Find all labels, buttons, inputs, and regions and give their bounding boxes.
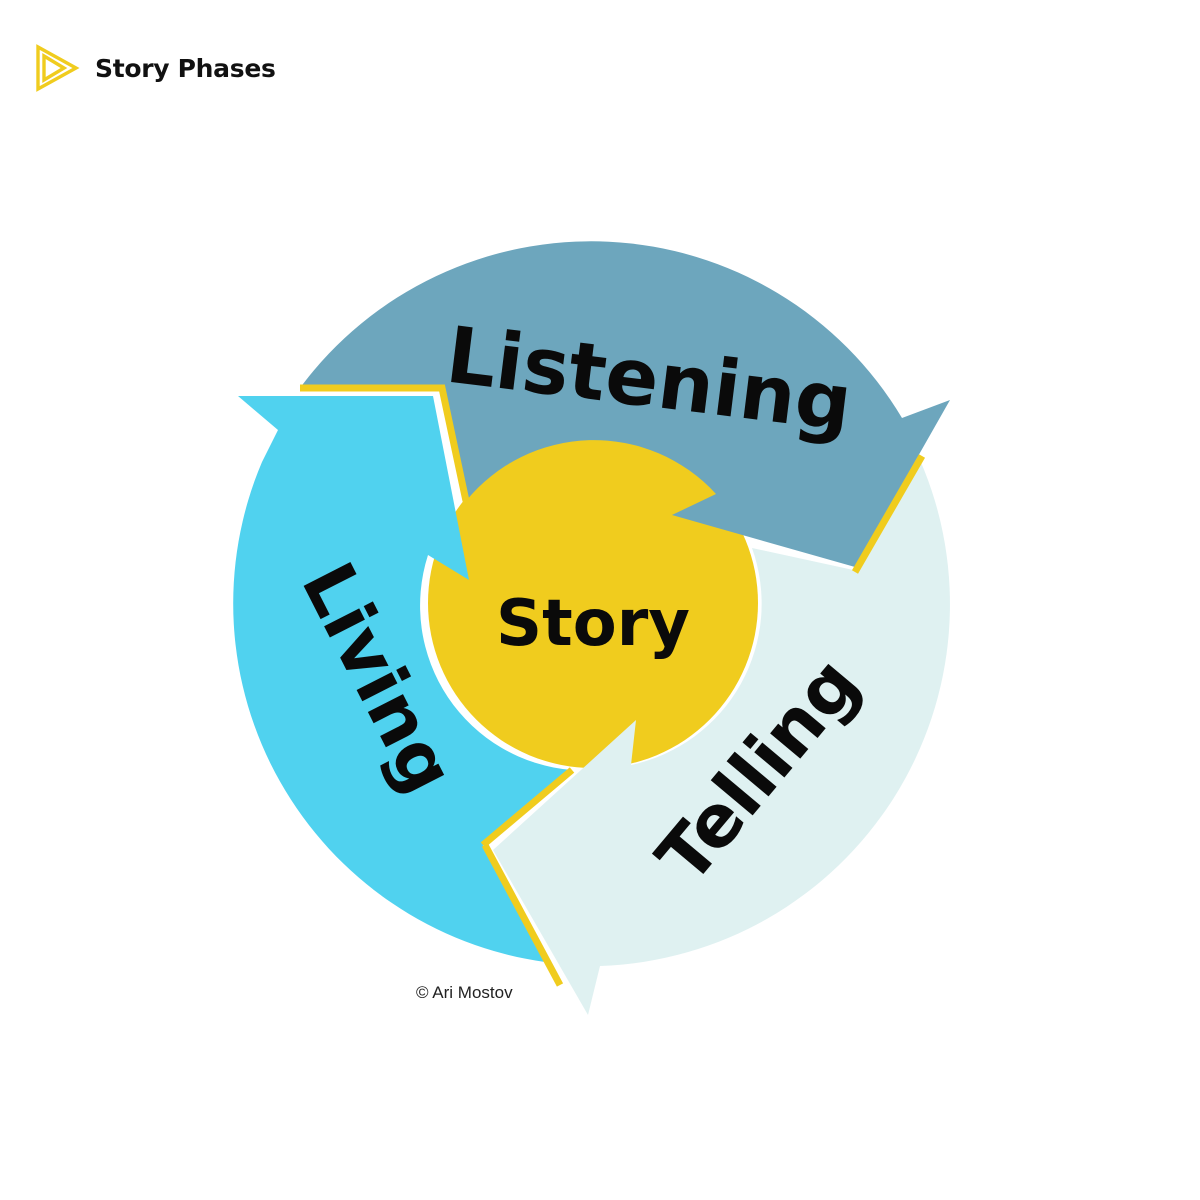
listening-arrow	[300, 241, 950, 567]
header: Story Phases	[34, 44, 276, 92]
story-center-label: Story	[496, 587, 690, 661]
story-center-circle	[428, 438, 758, 768]
play-triangle-icon	[36, 44, 80, 92]
page-title: Story Phases	[95, 53, 276, 83]
telling-arrow	[493, 460, 950, 1015]
living-arrow	[233, 396, 572, 962]
arrow-outlines	[300, 384, 926, 987]
copyright-credit: © Ari Mostov	[416, 983, 513, 1002]
